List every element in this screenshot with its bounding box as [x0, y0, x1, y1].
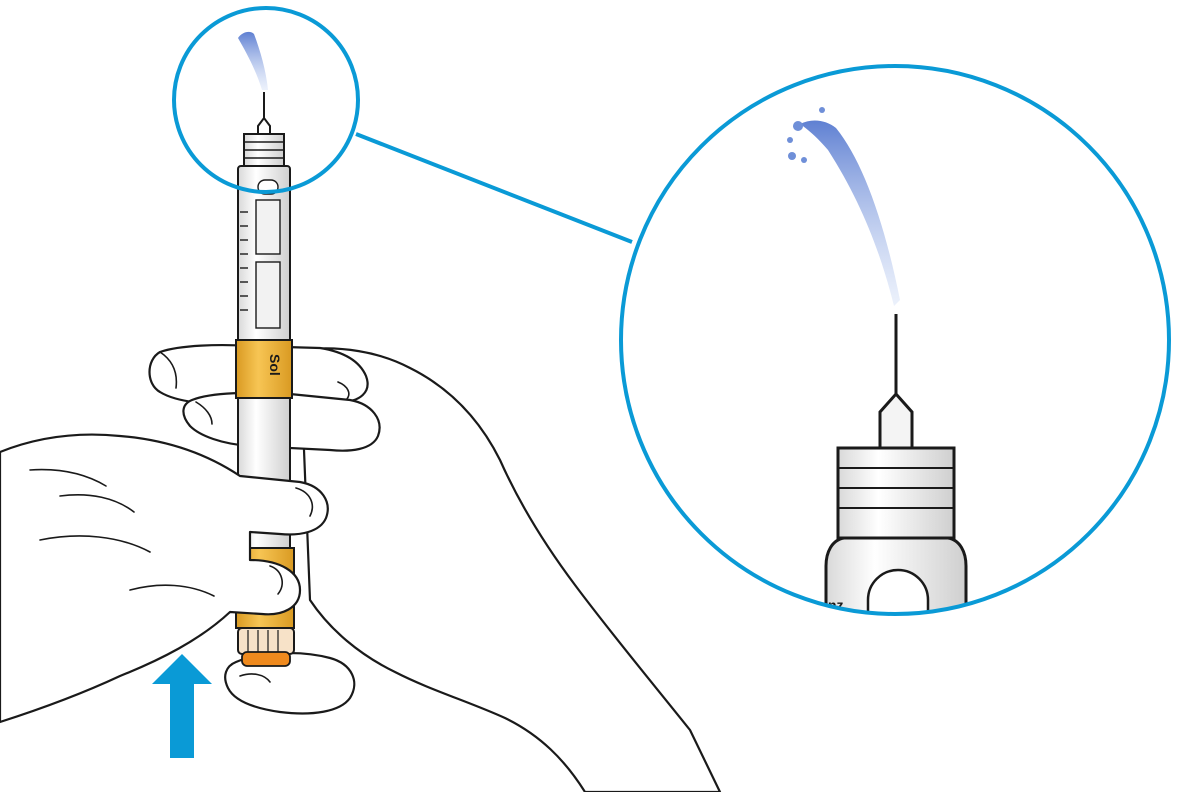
dose-scale	[240, 211, 248, 311]
zoomed-needle-view: nz	[619, 64, 1171, 616]
zoom-liquid-spray	[800, 120, 900, 306]
insulin-pen: Sol	[235, 92, 295, 667]
pen-needle-hub	[257, 116, 271, 135]
arrow-up-icon	[152, 654, 212, 758]
pen-label-text: Sol	[267, 354, 283, 376]
push-button	[241, 651, 291, 667]
small-liquid-spray	[238, 31, 268, 90]
zoom-callout-circle	[619, 64, 1171, 616]
needle-tip-highlight-circle	[172, 6, 360, 194]
left-hand	[0, 433, 329, 724]
callout-connector-line	[355, 132, 633, 244]
pen-label-band	[235, 339, 293, 399]
